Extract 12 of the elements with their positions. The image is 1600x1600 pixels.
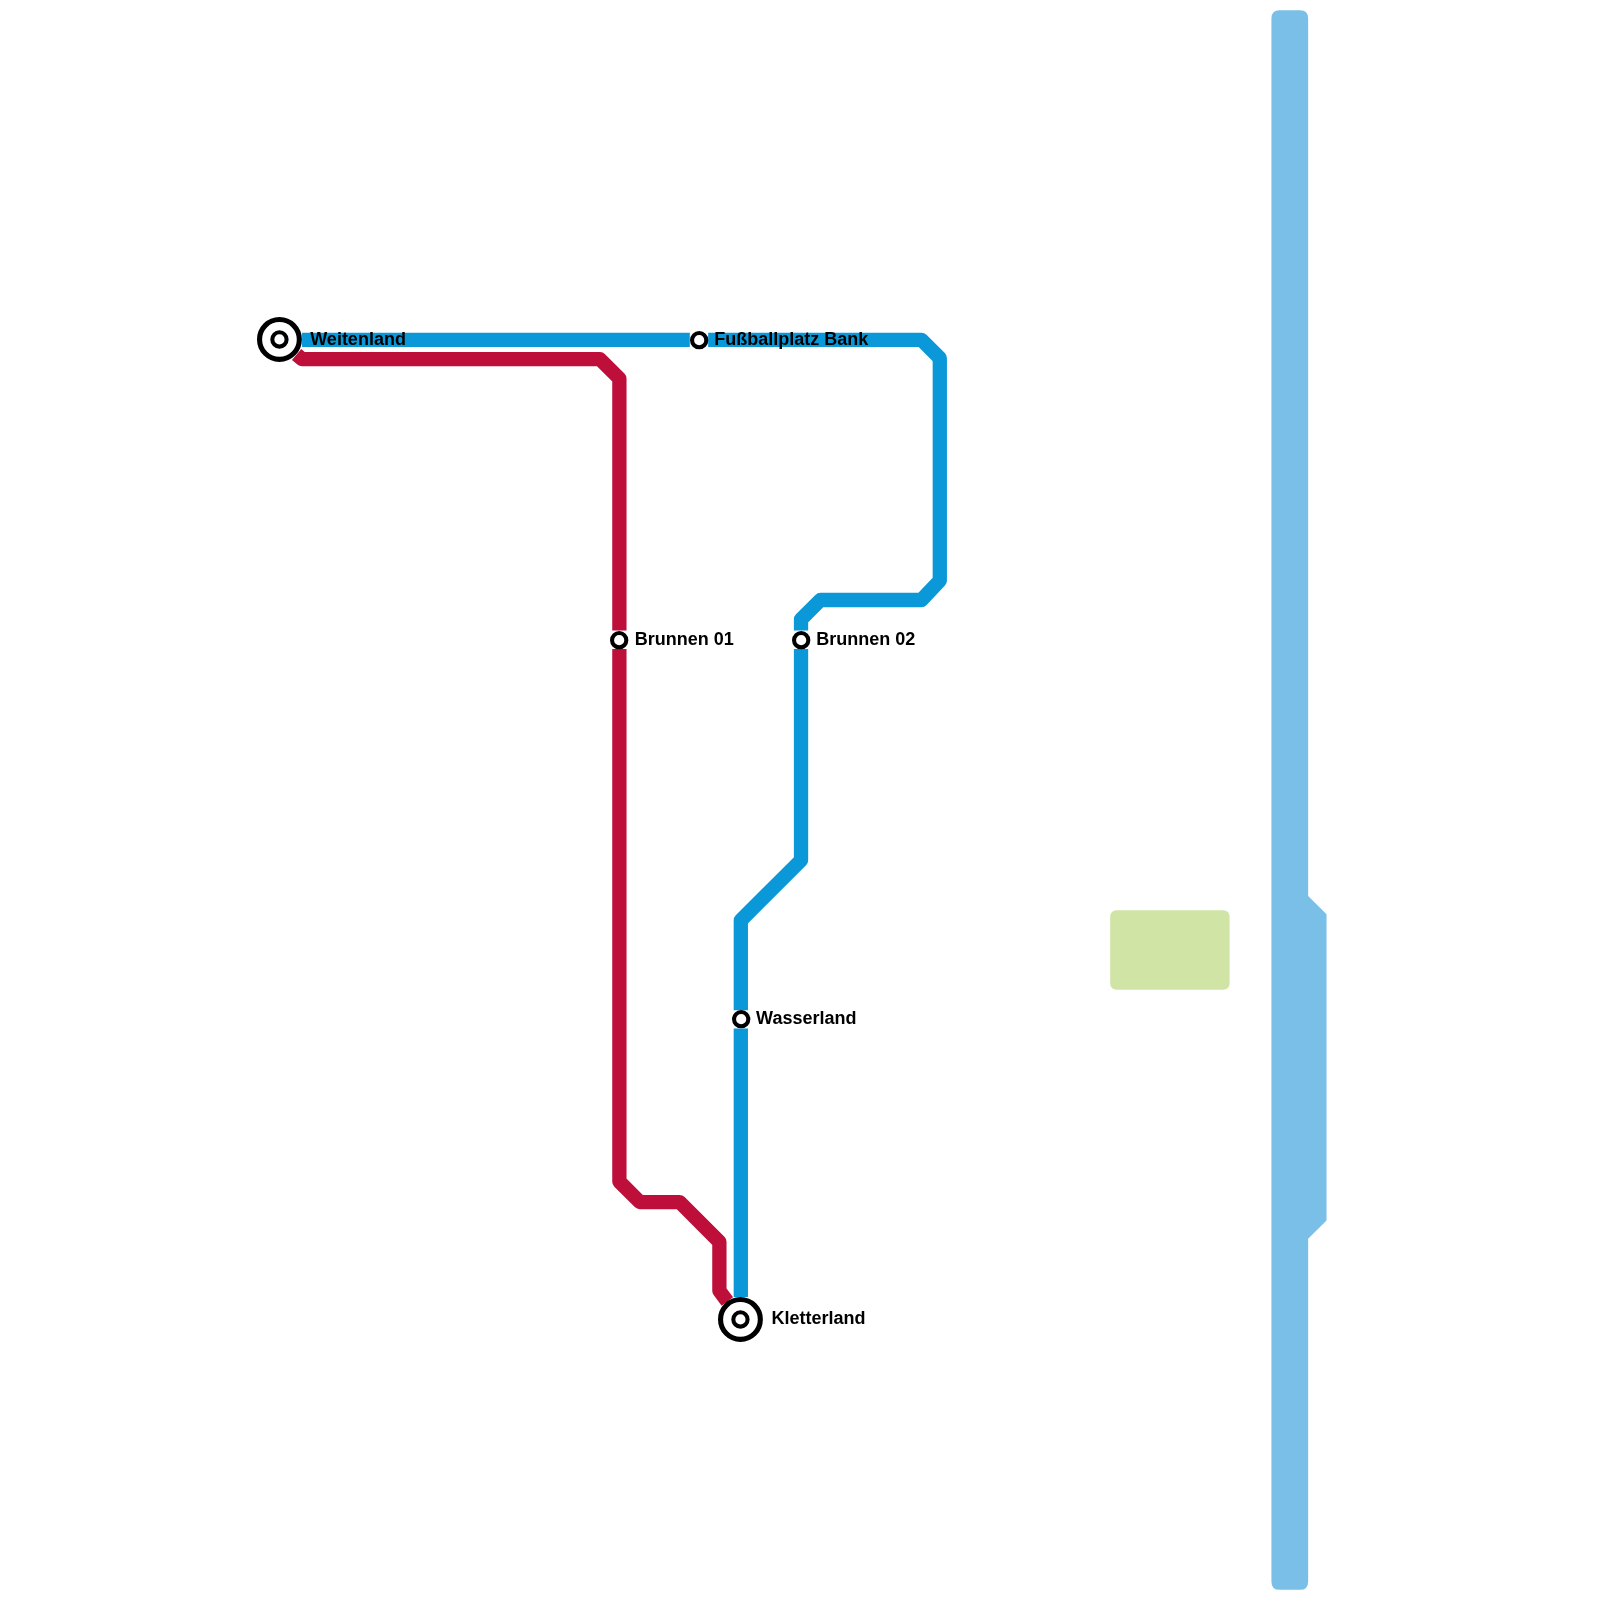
station-label: Wasserland: [756, 1008, 857, 1029]
transit-line: [733, 1028, 748, 1297]
transit-line: [612, 649, 734, 1306]
station-label: Weitenland: [310, 328, 406, 349]
transit-line: [291, 349, 627, 631]
transit-line: [733, 649, 809, 1011]
station-label: Brunnen 01: [634, 628, 734, 649]
transit-line: [708, 332, 947, 631]
station-label: Brunnen 02: [816, 628, 916, 649]
transit-line: [302, 332, 690, 347]
station-label: Fußballplatz Bank: [714, 328, 869, 349]
station-label: Kletterland: [771, 1308, 866, 1329]
